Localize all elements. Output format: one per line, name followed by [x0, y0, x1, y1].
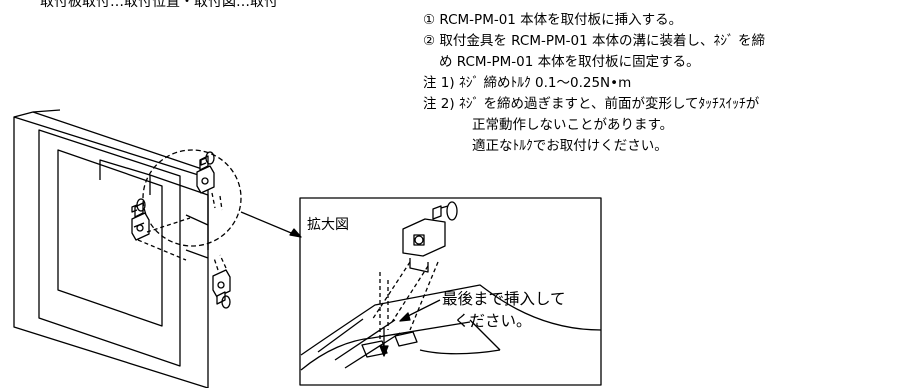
note-2-line-2: 正常動作しないことがあります。 [472, 117, 674, 133]
header-fragment: 取付板取付…取付位置・取付図…取付 [40, 0, 278, 10]
bracket-middle [196, 151, 215, 194]
guide-lines [137, 192, 227, 271]
enlarged-view-frame [299, 197, 602, 386]
enlarged-bracket [402, 201, 458, 273]
installation-instructions: ① RCM-PM-01 本体を取付板に挿入する。 ② 取付金具を RCM-PM-… [423, 10, 765, 157]
note-2-line-3: 適正なﾄﾙｸでお取付けください。 [472, 138, 668, 154]
leader-arrowhead [289, 228, 302, 238]
callout-arrowhead [399, 312, 411, 322]
step-2-line-1: ② 取付金具を RCM-PM-01 本体の溝に装着し、ﾈｼﾞ を締 [423, 33, 766, 49]
step-1: ① RCM-PM-01 本体を取付板に挿入する。 [423, 12, 683, 28]
step-2-line-2: め RCM-PM-01 本体を取付板に固定する。 [439, 54, 700, 70]
enlarged-panel-edge [300, 284, 602, 371]
bracket-bottom [212, 269, 231, 309]
note-1: 注 1) ﾈｼﾞ 締めﾄﾙｸ 0.1～0.25N•m [423, 75, 632, 91]
detail-circle [142, 149, 242, 247]
insert-arrowhead [379, 345, 389, 357]
callout-line-1: 最後まで挿入して [442, 290, 566, 308]
note-2-line-1: 注 2) ﾈｼﾞ を締め過ぎますと、前面が変形してﾀｯﾁｽｲｯﾁが [423, 96, 760, 112]
enlarged-view-label: 拡大図 [307, 217, 349, 233]
insertion-callout: 最後まで挿入して ください。 [442, 288, 566, 332]
panel-front-face [13, 116, 209, 388]
bracket-top [131, 198, 150, 241]
callout-line-2: ください。 [454, 312, 532, 330]
